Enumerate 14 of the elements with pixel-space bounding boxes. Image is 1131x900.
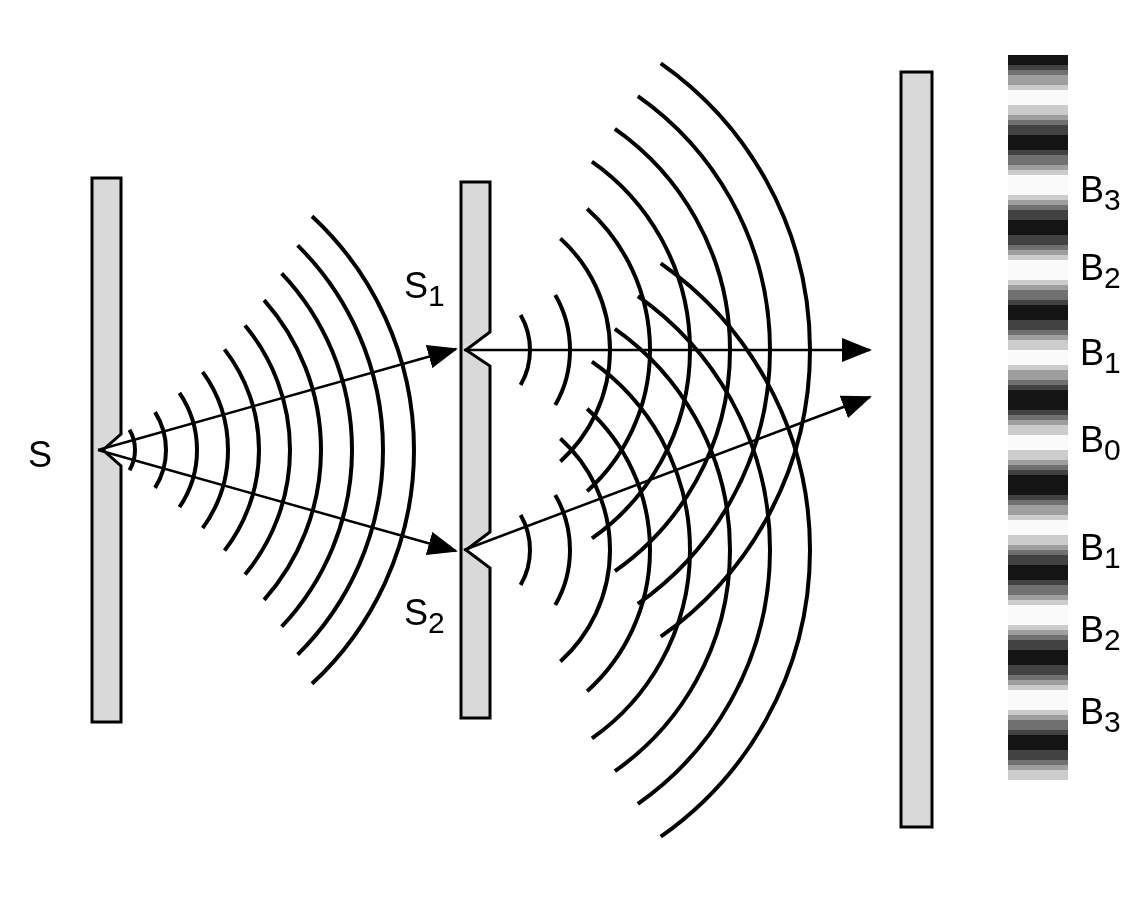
arrow (97, 448, 458, 555)
arrow (463, 395, 872, 552)
arrow (97, 345, 458, 452)
fringe-label: B$_{1}$ (1080, 333, 1121, 382)
fringe-label: B$_{1}$ (1080, 528, 1121, 577)
fringe-label: B$_{0}$ (1080, 420, 1121, 469)
arrow (464, 338, 872, 362)
slit-label: S (28, 434, 52, 476)
slit-label: S$_{1}$ (404, 265, 445, 314)
fringe-label: B$_{3}$ (1080, 170, 1121, 219)
slit-label: S$_{2}$ (404, 591, 445, 640)
fringe-label: B$_{2}$ (1080, 610, 1121, 659)
fringe-label: B$_{2}$ (1080, 248, 1121, 297)
fringe-label: B$_{3}$ (1080, 692, 1121, 741)
